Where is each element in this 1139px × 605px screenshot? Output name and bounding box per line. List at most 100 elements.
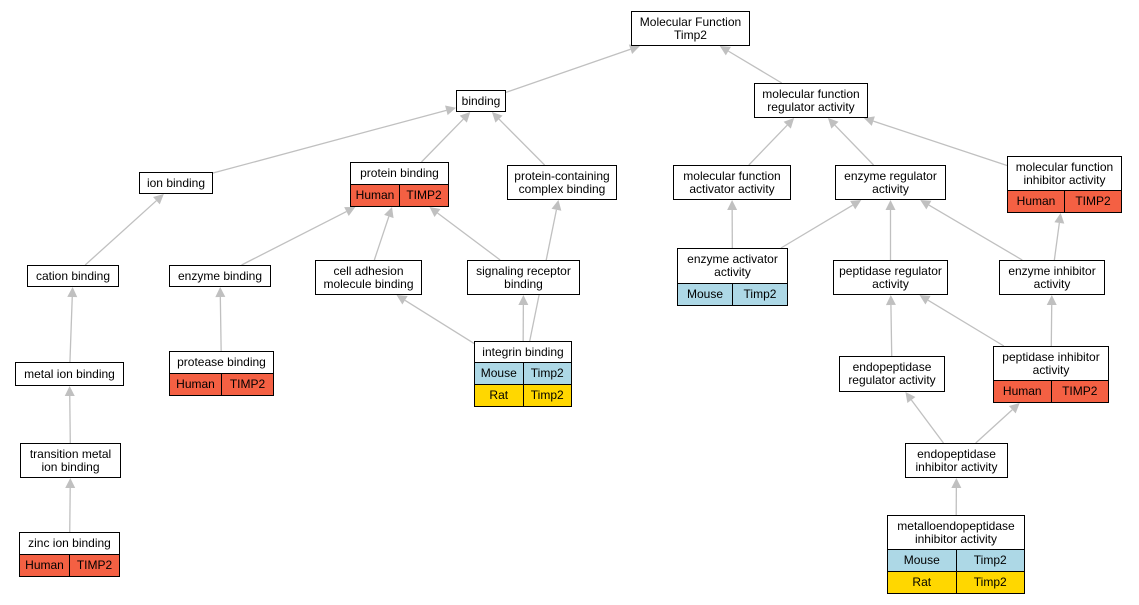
term-label: molecular function inhibitor activity xyxy=(1015,159,1114,187)
edge-integrin-to-srb xyxy=(518,295,529,342)
term-label: zinc ion binding xyxy=(28,536,111,550)
arrowhead xyxy=(518,295,529,306)
term-node-eia[interactable]: enzyme inhibitor activity xyxy=(999,260,1105,295)
edge-eia-to-era xyxy=(920,200,1023,261)
term-node-pccb[interactable]: protein-containing complex binding xyxy=(507,165,617,200)
gene-cell: TIMP2 xyxy=(221,374,273,395)
edge-line xyxy=(728,50,783,84)
arrowhead xyxy=(951,478,962,489)
species-cell: Rat xyxy=(489,388,509,402)
term-node-metal[interactable]: metal ion binding xyxy=(15,362,124,386)
edge-integrin-to-cam xyxy=(396,295,475,344)
term-label: ion binding xyxy=(146,175,206,190)
species-cell: Mouse xyxy=(686,287,724,301)
edge-line xyxy=(420,118,464,163)
term-label: protease binding xyxy=(177,355,266,369)
annotation-row: Mouse Timp2 xyxy=(888,549,1024,571)
term-node-pra[interactable]: peptidase regulator activity xyxy=(833,260,948,295)
term-label: metal ion binding xyxy=(24,366,115,381)
edge-line xyxy=(219,296,222,352)
edge-eaa-to-era xyxy=(780,200,862,249)
term-label: cation binding xyxy=(35,268,111,283)
edge-line xyxy=(910,399,944,444)
term-node-mf[interactable]: Molecular Function Timp2 xyxy=(631,11,750,46)
edge-line xyxy=(1053,222,1060,261)
edge-line xyxy=(748,124,788,166)
edge-line xyxy=(890,304,893,357)
gene-cell: Timp2 xyxy=(522,363,572,384)
gene-cell: TIMP2 xyxy=(1050,381,1109,402)
edge-line xyxy=(69,296,73,363)
gene-cell: Timp2 xyxy=(955,572,1025,593)
edge-zinc-to-tmib xyxy=(65,478,76,533)
species-cell: Human xyxy=(25,558,64,572)
term-node-era[interactable]: enzyme regulator activity xyxy=(835,165,946,200)
term-label: Molecular Function Timp2 xyxy=(639,14,742,42)
species-cell: Human xyxy=(355,188,395,202)
edge-cam-to-protein xyxy=(373,207,394,261)
term-label: transition metal ion binding xyxy=(29,446,112,474)
term-label: signaling receptor binding xyxy=(476,263,571,291)
term-node-mfaa[interactable]: molecular function activator activity xyxy=(673,165,791,200)
term-label: peptidase inhibitor activity xyxy=(1002,349,1100,377)
arrowhead xyxy=(64,386,75,397)
term-label: cell adhesion molecule binding xyxy=(323,263,414,291)
term-node-cation[interactable]: cation binding xyxy=(27,265,119,287)
term-node-ion[interactable]: ion binding xyxy=(139,172,213,194)
gene-cell: TIMP2 xyxy=(1064,191,1121,212)
term-label: molecular function activator activity xyxy=(683,168,781,196)
edge-protease-to-enzyme xyxy=(215,287,226,352)
species-cell: Mouse xyxy=(903,553,940,567)
arrowhead xyxy=(429,207,441,217)
arrowhead xyxy=(551,200,562,211)
edge-line xyxy=(780,204,853,249)
arrowhead xyxy=(919,295,931,305)
annotation-row: Human TIMP2 xyxy=(994,380,1108,402)
arrowhead xyxy=(445,105,456,116)
arrowhead xyxy=(67,287,78,298)
arrowhead xyxy=(459,112,471,123)
edge-line xyxy=(437,212,501,261)
term-label: molecular function regulator activity xyxy=(762,86,860,114)
species-cell: Human xyxy=(1002,384,1042,398)
term-node-srb[interactable]: signaling receptor binding xyxy=(467,260,580,295)
arrowhead xyxy=(827,118,839,129)
edge-mepia-to-epia xyxy=(951,478,962,516)
term-label: enzyme binding xyxy=(177,268,263,283)
term-node-epra[interactable]: endopeptidase regulator activity xyxy=(839,356,945,392)
species-cell: Human xyxy=(176,377,215,391)
edge-metal-to-cation xyxy=(67,287,78,363)
edge-pccb-to-binding xyxy=(491,112,546,166)
edge-epia-to-pia xyxy=(975,403,1020,444)
term-node-tmib[interactable]: transition metal ion binding xyxy=(20,443,121,478)
arrowhead xyxy=(628,44,640,54)
arrowhead xyxy=(491,112,503,123)
arrowhead xyxy=(344,207,356,216)
term-label: peptidase regulator activity xyxy=(839,263,942,291)
term-node-cam[interactable]: cell adhesion molecule binding xyxy=(315,260,422,295)
annotation-row: Human TIMP2 xyxy=(170,373,273,395)
term-node-enzyme[interactable]: enzyme binding xyxy=(169,265,271,287)
term-node-binding[interactable]: binding xyxy=(456,90,506,112)
term-label: metalloendopeptidase inhibitor activity xyxy=(897,518,1015,546)
arrowhead xyxy=(1046,295,1057,306)
term-label: enzyme regulator activity xyxy=(844,168,937,196)
term-node-epia[interactable]: endopeptidase inhibitor activity xyxy=(905,443,1008,478)
arrowhead xyxy=(885,200,896,210)
edge-cation-to-ion xyxy=(84,194,164,266)
edge-pra-to-era xyxy=(885,200,896,260)
gene-cell: Timp2 xyxy=(955,550,1025,571)
term-node-mfra[interactable]: molecular function regulator activity xyxy=(754,83,868,118)
